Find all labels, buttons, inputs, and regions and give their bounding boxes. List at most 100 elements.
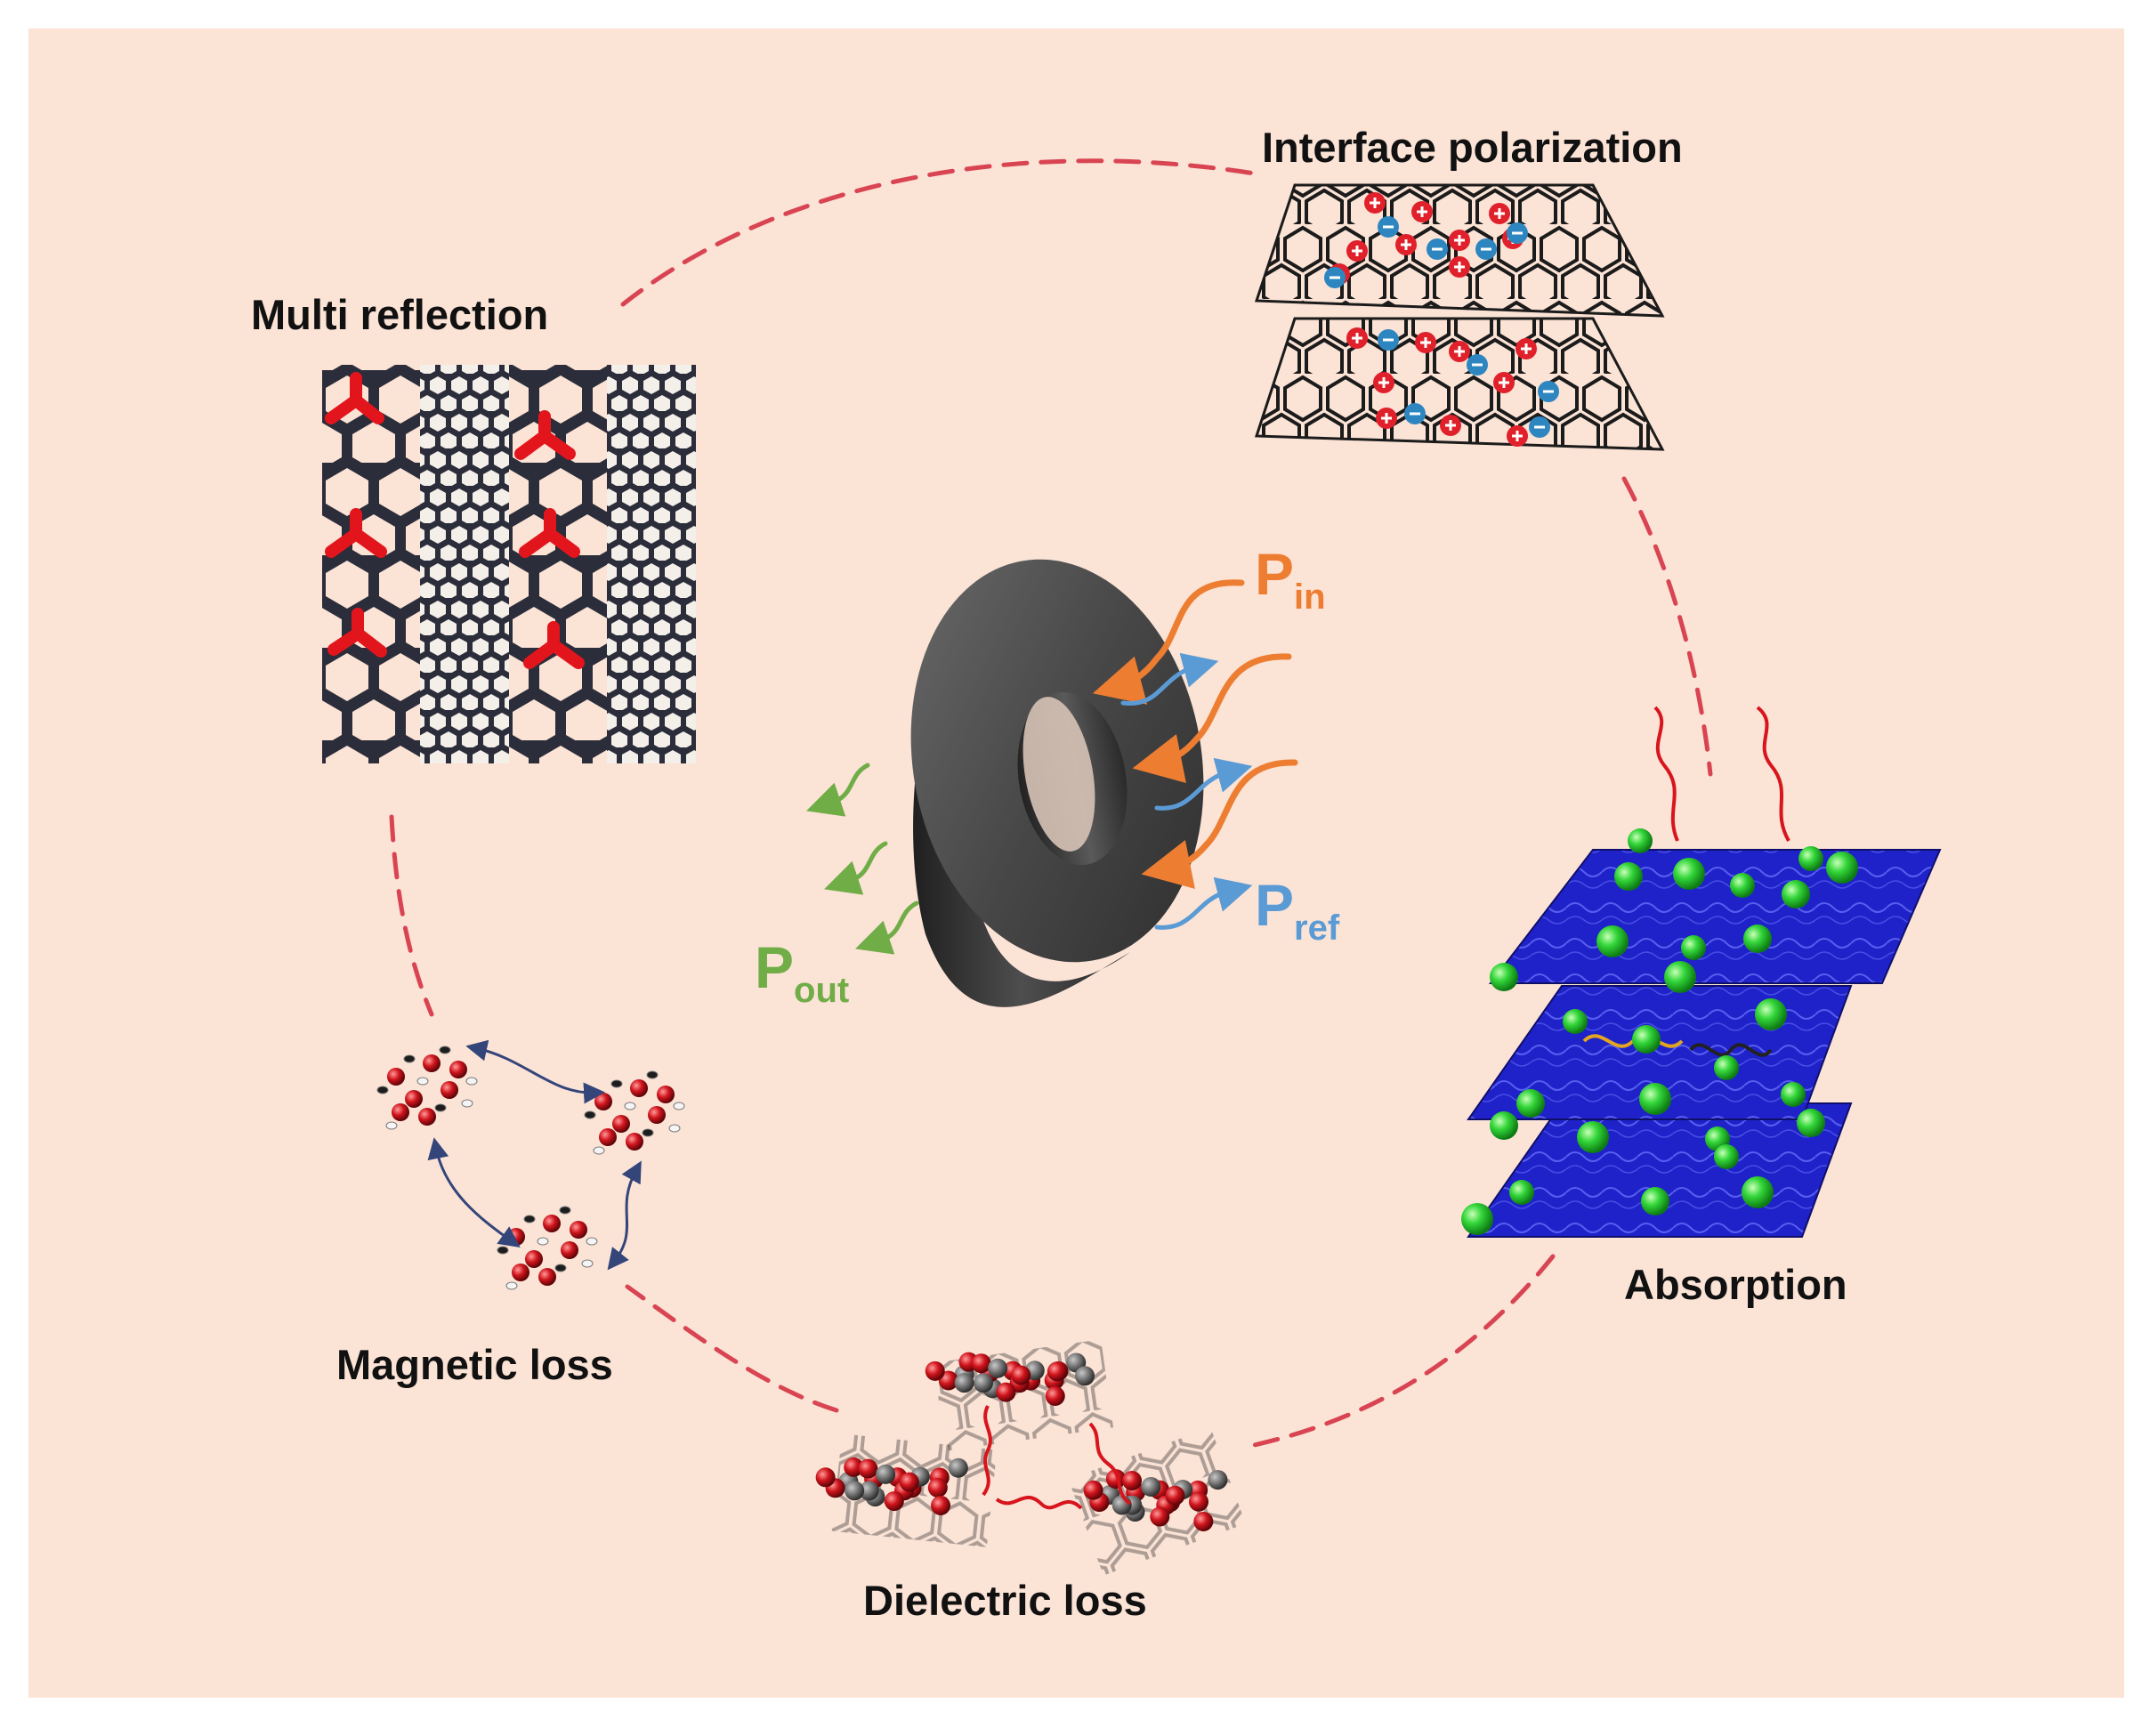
connector-absorption-to-dielectric xyxy=(1248,1254,1556,1449)
dielectric-aggregate-icon xyxy=(1083,1469,1228,1531)
green-particle-icon xyxy=(1641,1187,1669,1215)
p-ref-label: Pref xyxy=(1255,872,1340,948)
positive-charge-icon xyxy=(1411,201,1433,222)
connector-interface-to-absorption xyxy=(1621,476,1713,777)
green-particle-icon xyxy=(1826,852,1858,884)
p-in-main: P xyxy=(1255,541,1294,607)
positive-charge-icon xyxy=(1346,240,1368,262)
dielectric-coupling-waves xyxy=(982,1405,1132,1510)
wave-right xyxy=(1088,1422,1132,1506)
absorption-group: Absorption xyxy=(1461,706,1942,1308)
green-particle-icon xyxy=(1516,1089,1545,1118)
positive-charge-icon xyxy=(1364,192,1386,214)
positive-charge-icon xyxy=(1449,230,1470,251)
reflected-waves xyxy=(1120,652,1253,930)
negative-charge-icon xyxy=(1529,416,1550,438)
transmitted-waves xyxy=(806,763,919,955)
magnetic-cluster-icon xyxy=(584,1070,685,1155)
green-particle-icon xyxy=(1563,1009,1588,1034)
negative-charge-icon xyxy=(1475,238,1497,260)
green-particle-icon xyxy=(1782,880,1810,908)
reflected-wave-2 xyxy=(1154,757,1253,811)
reflected-wave-1 xyxy=(1120,652,1219,707)
graphene-sheet-bottom xyxy=(1254,317,1665,451)
green-particle-icon xyxy=(1781,1082,1806,1107)
positive-charge-icon xyxy=(1449,256,1470,278)
green-particle-icon xyxy=(1614,862,1643,891)
interface-polarization-group: Interface polarization xyxy=(1254,124,1683,451)
positive-charge-icon xyxy=(1507,425,1528,447)
p-out-label: Pout xyxy=(755,934,849,1010)
negative-charge-icon xyxy=(1324,267,1346,288)
green-particle-icon xyxy=(1797,1109,1825,1137)
p-out-main: P xyxy=(755,934,794,1000)
negative-charge-icon xyxy=(1467,354,1488,375)
magnetic-cluster-icon xyxy=(497,1206,598,1290)
dielectric-aggregate-icon xyxy=(925,1352,1095,1406)
magnetic-loss-label: Magnetic loss xyxy=(336,1341,613,1388)
multi-reflection-label: Multi reflection xyxy=(251,291,548,338)
green-particle-icon xyxy=(1743,925,1772,953)
p-out-subscript: out xyxy=(794,971,849,1010)
multi-reflection-image xyxy=(322,365,696,763)
negative-charge-icon xyxy=(1538,381,1559,402)
incident-wave-3 xyxy=(1141,759,1298,889)
incident-waves xyxy=(1092,579,1298,889)
coupling-arrow-right xyxy=(607,1160,642,1271)
charge-carriers xyxy=(1324,192,1559,447)
green-particle-icon xyxy=(1639,1083,1671,1115)
p-ref-subscript: ref xyxy=(1294,908,1340,948)
wave-bottom xyxy=(995,1495,1083,1510)
connector-magnetic-to-multi xyxy=(389,814,434,1017)
positive-charge-icon xyxy=(1415,332,1436,353)
positive-charge-icon xyxy=(1373,372,1394,393)
honeycomb-fine-1 xyxy=(420,365,509,763)
transmitted-wave-1 xyxy=(806,763,870,817)
positive-charge-icon xyxy=(1449,341,1470,362)
connector-dielectric-to-magnetic xyxy=(625,1284,839,1413)
positive-charge-icon xyxy=(1395,234,1417,255)
dielectric-aggregate-icon xyxy=(815,1457,968,1515)
green-particle-icon xyxy=(1673,858,1705,890)
green-particle-icon xyxy=(1664,961,1696,993)
positive-charge-icon xyxy=(1440,415,1461,436)
coupling-arrow-left xyxy=(427,1137,521,1247)
multi-reflection-group: Multi reflection xyxy=(251,291,696,763)
p-in-subscript: in xyxy=(1294,577,1326,617)
positive-charge-icon xyxy=(1376,408,1397,429)
magnetic-coupling-arrows xyxy=(427,1039,642,1271)
absorber-particles xyxy=(1461,828,1858,1235)
negative-charge-icon xyxy=(1427,238,1448,260)
positive-charge-icon xyxy=(1516,338,1537,359)
red-bond-highlights xyxy=(325,372,585,669)
positive-charge-icon xyxy=(1489,203,1510,224)
negative-charge-icon xyxy=(1378,216,1399,238)
coupling-arrow-top xyxy=(465,1039,605,1104)
transmitted-wave-3 xyxy=(855,900,919,955)
green-particle-icon xyxy=(1577,1121,1609,1153)
dashed-cycle xyxy=(389,158,1713,1449)
positive-charge-icon xyxy=(1493,372,1515,393)
honeycomb-coarse-2 xyxy=(509,365,607,763)
green-particle-icon xyxy=(1632,1025,1661,1054)
negative-charge-icon xyxy=(1404,403,1426,424)
honeycomb-fine-2 xyxy=(607,365,696,763)
green-particle-icon xyxy=(1798,846,1823,871)
green-particle-icon xyxy=(1755,998,1787,1030)
green-particle-icon xyxy=(1742,1176,1774,1208)
dielectric-loss-group: Dielectric loss xyxy=(815,1339,1246,1624)
green-particle-icon xyxy=(1509,1180,1534,1205)
magnetic-loss-group: Magnetic loss xyxy=(336,1039,685,1388)
green-particle-icon xyxy=(1714,1144,1739,1169)
magnetic-clusters xyxy=(376,1046,685,1290)
green-particle-icon xyxy=(1490,1111,1518,1140)
incoming-red-waves xyxy=(1653,706,1790,842)
green-particle-icon xyxy=(1461,1203,1493,1235)
transmitted-wave-2 xyxy=(824,841,888,895)
magnetic-cluster-icon xyxy=(376,1046,478,1130)
interface-polarization-label: Interface polarization xyxy=(1262,124,1683,171)
green-particle-icon xyxy=(1628,828,1653,853)
positive-charge-icon xyxy=(1346,327,1368,349)
green-particle-icon xyxy=(1681,935,1706,960)
